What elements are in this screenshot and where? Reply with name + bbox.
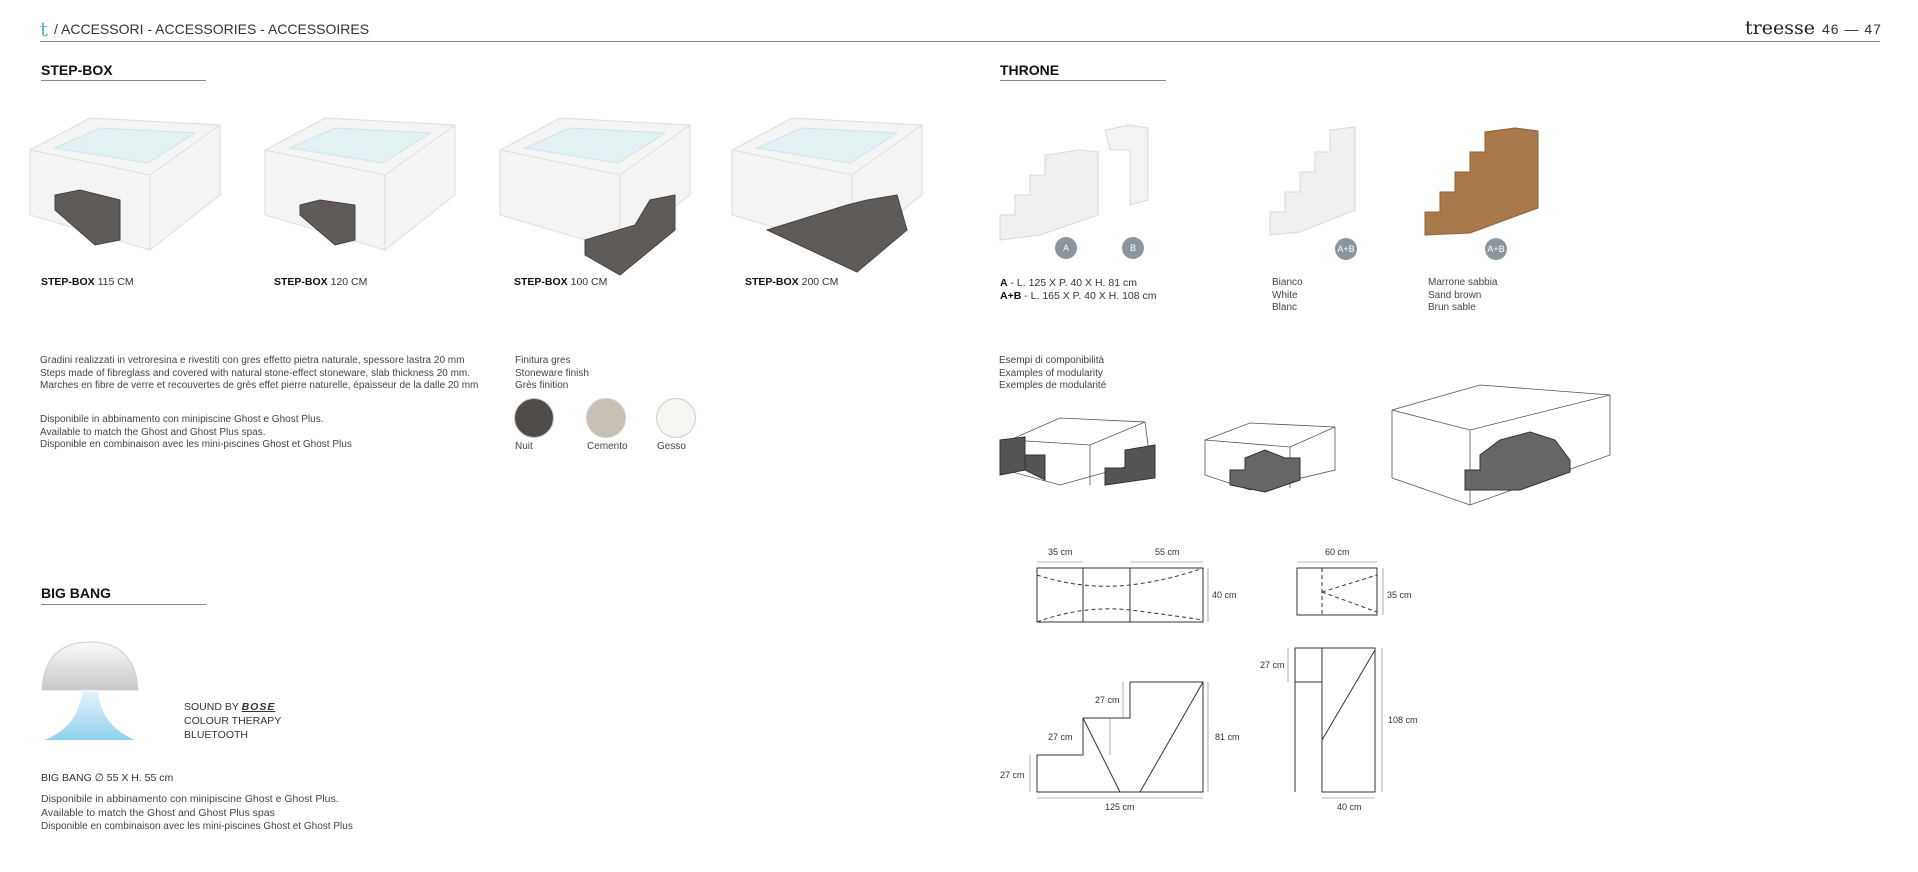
stepbox-label: STEP-BOX 120 CM — [274, 276, 368, 288]
swatch-cemento — [586, 398, 626, 438]
step-element — [765, 194, 908, 273]
stepbox-image — [264, 117, 456, 251]
bigbang-size: BIG BANG ∅ 55 X H. 55 cm — [41, 772, 174, 784]
drawing-top-a — [1036, 567, 1204, 623]
swatch-gesso — [656, 398, 696, 438]
section-title-throne: THRONE — [1000, 62, 1060, 78]
step-element — [54, 189, 121, 246]
throne-a-image — [999, 149, 1099, 241]
badge-ab-brown: A+B — [1485, 238, 1507, 260]
drawing-side-a — [1036, 681, 1204, 793]
sketch-3-steps — [1464, 431, 1571, 491]
stepbox-label: STEP-BOX 100 CM — [514, 276, 608, 288]
section-title-bigbang: BIG BANG — [41, 585, 111, 601]
brand-logo: treesse — [1745, 17, 1815, 39]
bose-logo: BOSE — [241, 701, 276, 713]
badge-a: A — [1055, 237, 1077, 259]
step-element — [584, 194, 676, 276]
drawing-side-ab — [1294, 647, 1376, 793]
title-underline — [41, 604, 206, 605]
swatch-label: Nuit — [515, 441, 533, 452]
title-underline — [41, 80, 206, 81]
throne-brown-image — [1424, 127, 1539, 236]
title-underline — [1000, 80, 1166, 81]
section-title-stepbox: STEP-BOX — [41, 62, 113, 78]
page-numbers: 46 — 47 — [1822, 21, 1882, 37]
step-element — [299, 199, 356, 246]
sketch-2-steps — [1229, 449, 1301, 493]
drawing-top-ab — [1296, 567, 1378, 616]
swatch-label: Gesso — [657, 441, 686, 452]
breadcrumb: / ACCESSORI - ACCESSORIES - ACCESSOIRES — [54, 21, 370, 37]
badge-ab-white: A+B — [1335, 238, 1357, 260]
stepbox-image — [731, 117, 923, 273]
bigbang-lamp-image — [41, 641, 139, 740]
badge-b: B — [1122, 237, 1144, 259]
stepbox-label: STEP-BOX 200 CM — [745, 276, 839, 288]
stepbox-label: STEP-BOX 115 CM — [41, 276, 134, 288]
sketch-1-steps — [999, 436, 1156, 486]
stepbox-image — [499, 117, 691, 276]
throne-b-image — [1104, 124, 1149, 206]
stepbox-images — [29, 117, 923, 276]
stepbox-availability: Disponibile in abbinamento con minipisci… — [40, 414, 352, 450]
bigbang-availability: Disponibile in abbinamento con minipisci… — [41, 793, 353, 832]
header-rule — [40, 41, 1880, 42]
swatch-label: Cemento — [587, 441, 628, 452]
swatch-nuit — [514, 398, 554, 438]
sketch-3 — [1391, 384, 1611, 506]
stepbox-image — [29, 117, 221, 251]
throne-dimensions: A - L. 125 X P. 40 X H. 81 cm A+B - L. 1… — [1000, 277, 1157, 302]
throne-white-image — [1269, 126, 1356, 236]
logo-letter: t — [40, 17, 49, 41]
stepbox-description: Gradini realizzati in vetroresina e rive… — [40, 355, 479, 391]
